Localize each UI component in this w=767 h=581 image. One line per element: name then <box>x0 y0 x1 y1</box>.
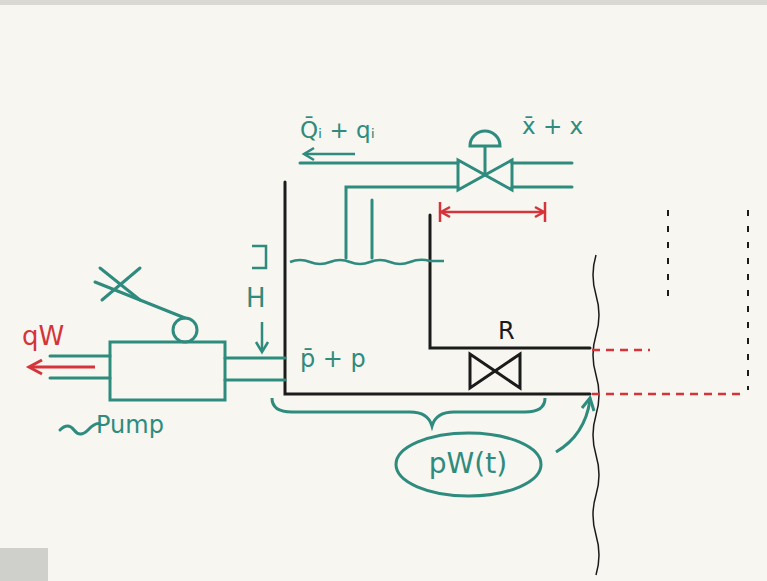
level-label: H <box>246 284 266 313</box>
downstream-tank <box>668 210 748 390</box>
paper-edge <box>0 548 48 581</box>
position-label: x̄ + x <box>522 114 583 139</box>
stroke-dimension <box>440 202 545 222</box>
flow-label: Q̄ᵢ + qᵢ <box>300 118 375 143</box>
paper-edge <box>593 255 599 575</box>
outflow-label: qW <box>22 322 64 351</box>
pressure-label: p̄ + p <box>300 346 366 372</box>
resistance-label: R <box>498 318 515 344</box>
paper-edge <box>0 0 767 5</box>
tank-outline <box>285 182 590 394</box>
control-valve <box>458 131 512 190</box>
pressure-callout: pW(t) <box>394 449 543 480</box>
pump-label: Pump <box>96 412 164 438</box>
restrictor-valve <box>470 354 520 388</box>
flow-arrow <box>304 148 355 160</box>
water-level <box>290 260 444 264</box>
pointer-arrow <box>556 398 594 452</box>
callout-ellipse: pW(t) <box>394 431 543 498</box>
downstream-pipe <box>592 350 745 394</box>
outflow-arrow <box>29 360 95 374</box>
region-brace <box>272 398 545 426</box>
inlet-pipe <box>300 163 572 258</box>
pump-symbol <box>50 268 285 434</box>
